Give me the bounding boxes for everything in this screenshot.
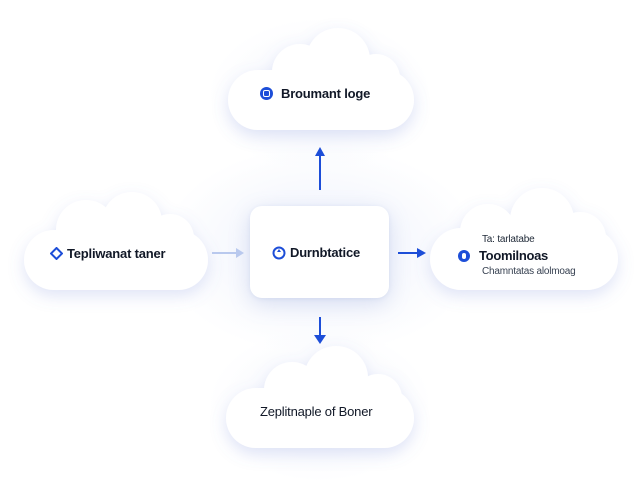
left-node-label: Tepliwanat taner [67,246,166,261]
cloud-shape [430,188,618,290]
bottom-node-content: Zeplitnaple of Boner [260,404,373,419]
arrow-right-light-icon [212,248,244,258]
cloud-shape [24,192,208,290]
center-node[interactable]: Durnbtatice [250,206,389,298]
cycle-icon [272,246,286,259]
diamond-icon [50,247,63,260]
bottom-node-label: Zeplitnaple of Boner [260,404,373,419]
box-icon [260,87,273,100]
cloud-shape [226,346,414,448]
right-cloud-node[interactable] [430,184,618,292]
center-node-label: Durnbtatice [290,245,361,260]
arrow-down-icon [314,317,326,344]
right-node-label: Toomilnoas [479,248,548,263]
arrow-up-icon [315,147,325,190]
left-node-content: Tepliwanat taner [50,246,166,261]
left-cloud-node[interactable]: Tepliwanat taner [24,186,208,292]
right-node-subtitle: Chamntatas alolmoag [482,266,576,277]
arrow-right-icon [398,248,426,258]
right-node-caption: Ta: tarlatabe [482,234,535,245]
bottom-cloud-node[interactable]: Zeplitnaple of Boner [226,344,414,450]
top-cloud-node[interactable]: Broumant loge [228,26,414,132]
dot-icon [458,249,470,262]
cloud-shape [228,28,414,130]
top-node-content: Broumant loge [260,86,370,101]
right-node-content: Ta: tarlatabe Toomilnoas Chamntatas alol… [458,234,576,277]
top-node-label: Broumant loge [281,86,371,101]
center-node-content: Durnbtatice [272,245,360,260]
